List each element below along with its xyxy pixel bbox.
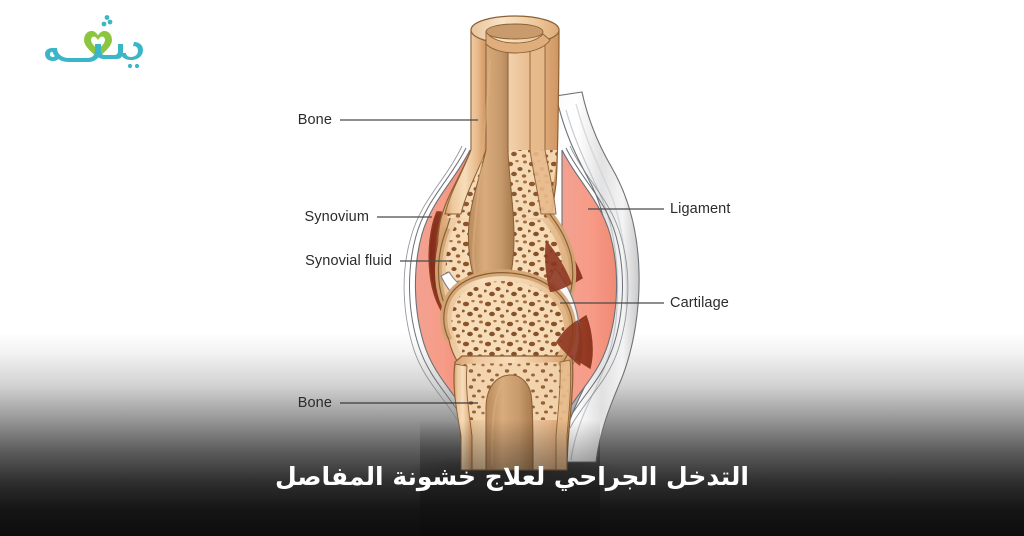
label-cartilage: Cartilage	[670, 295, 729, 311]
logo-wordmark	[45, 42, 143, 69]
label-synovial-fluid: Synovial fluid	[305, 253, 392, 269]
bottom-fade	[420, 420, 600, 536]
label-ligament: Ligament	[670, 201, 731, 217]
joint-space-detail	[545, 240, 583, 366]
logo-dot-3	[104, 15, 110, 20]
label-bone-bottom: Bone	[297, 395, 332, 411]
logo-dot-2	[107, 19, 113, 25]
logo-dot-1	[101, 21, 107, 27]
callout-lines	[340, 119, 664, 404]
label-synovium: Synovium	[304, 209, 369, 225]
label-bone-top: Bone	[297, 112, 332, 128]
page-title-arabic: التدخل الجراحي لعلاج خشونة المفاصل	[275, 462, 749, 491]
site-logo[interactable]	[22, 14, 162, 78]
